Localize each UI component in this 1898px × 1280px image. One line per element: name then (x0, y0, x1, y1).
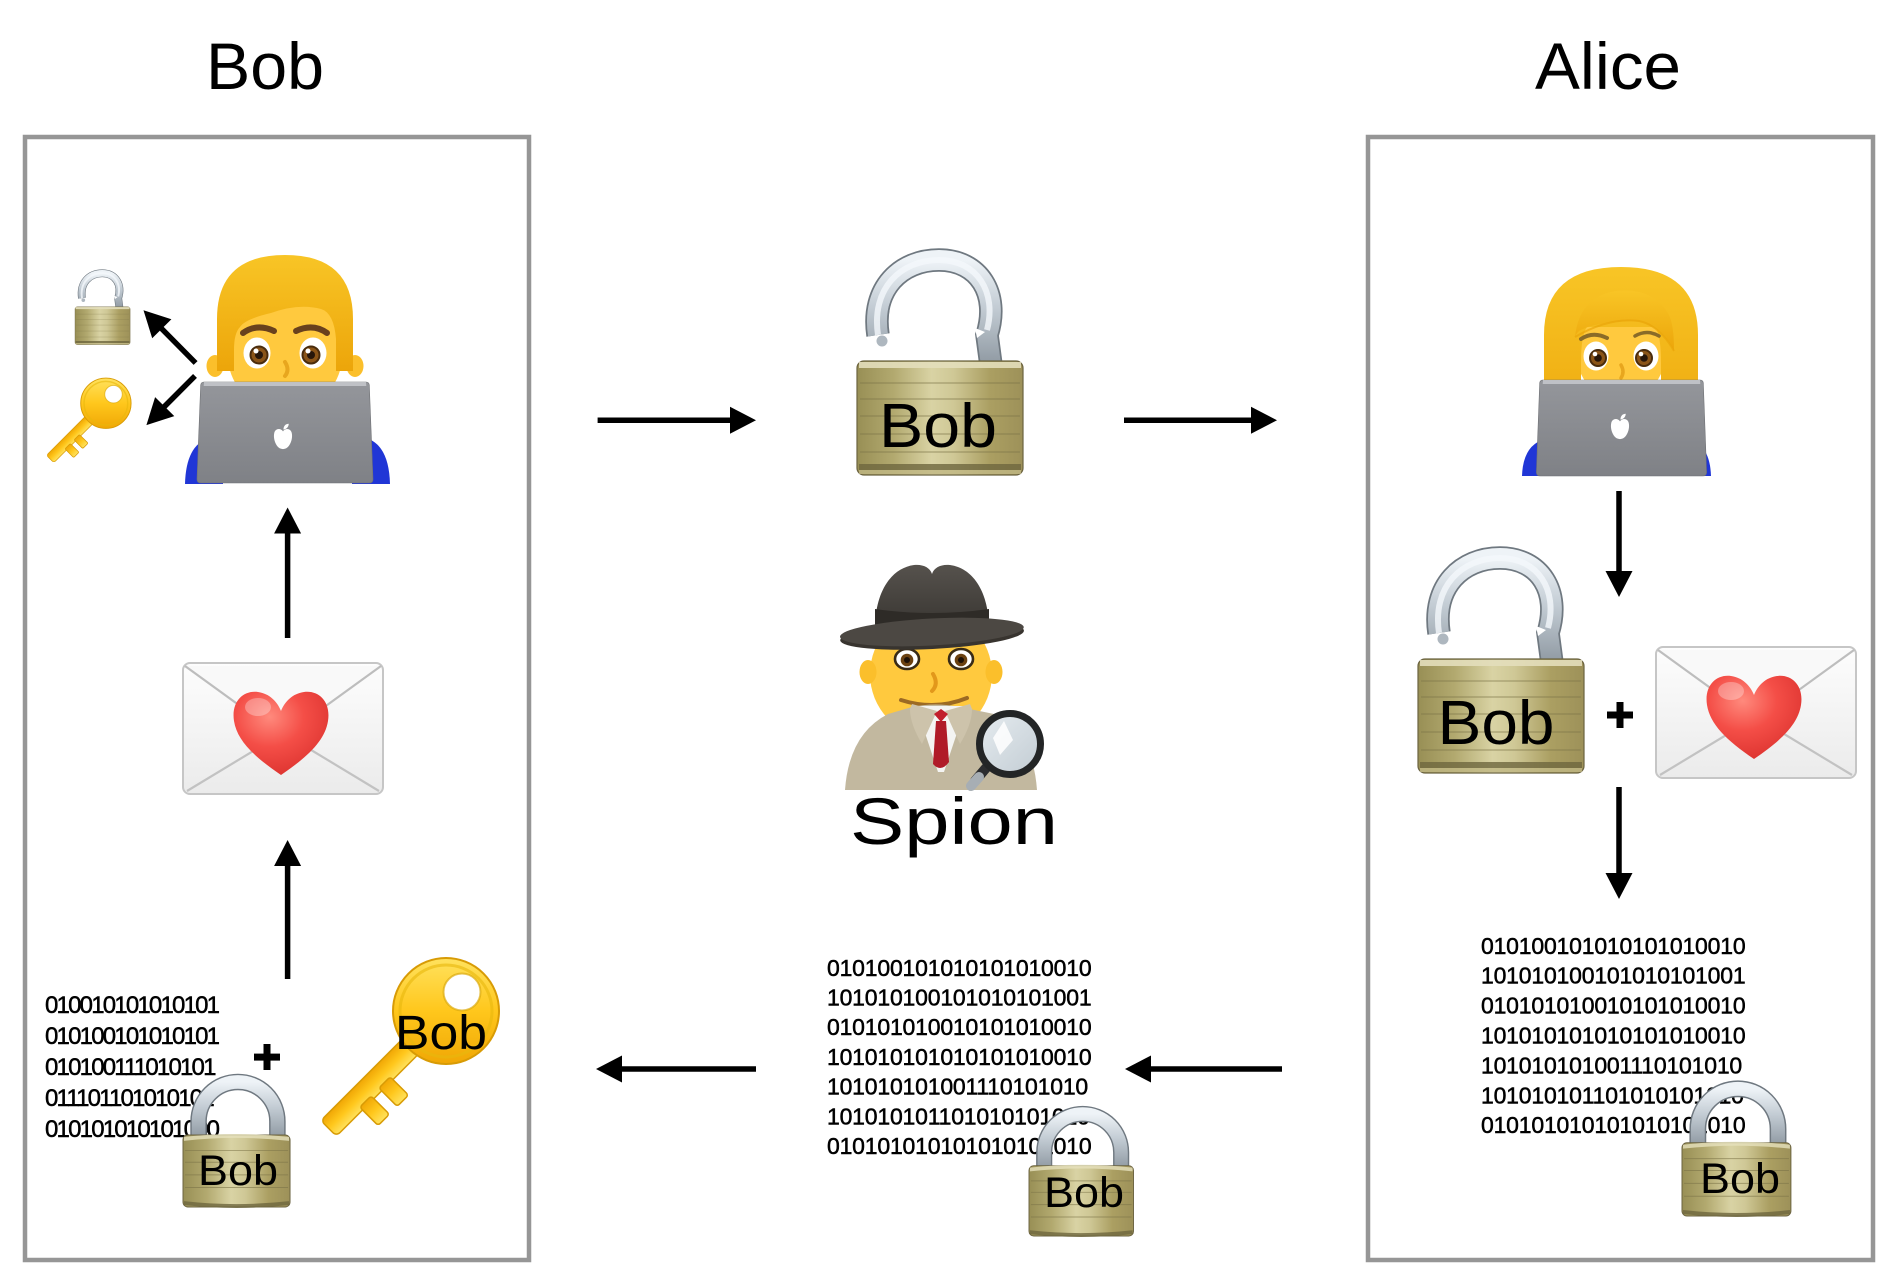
svg-text:101010101010101010010: 101010101010101010010 (827, 1044, 1091, 1070)
svg-text:010010101010101: 010010101010101 (45, 992, 220, 1019)
svg-text:Alice: Alice (1535, 29, 1681, 103)
svg-text:101010101001110101010: 101010101001110101010 (1481, 1052, 1742, 1078)
svg-text:010100101010101010010: 010100101010101010010 (1481, 933, 1745, 959)
svg-text:101010101001110101010: 101010101001110101010 (827, 1074, 1088, 1100)
svg-text:101010100101010101001: 101010100101010101001 (827, 985, 1091, 1011)
svg-text:Bob: Bob (1438, 689, 1555, 758)
svg-text:010101010010101010010: 010101010010101010010 (827, 1014, 1091, 1040)
svg-text:Bob: Bob (198, 1147, 278, 1195)
svg-text:011101101010101: 011101101010101 (45, 1085, 214, 1112)
svg-text:Bob: Bob (1044, 1169, 1124, 1217)
svg-text:010100101010101010010: 010100101010101010010 (827, 955, 1091, 981)
svg-text:010101010010101010010: 010101010010101010010 (1481, 993, 1745, 1019)
svg-text:Bob: Bob (1700, 1155, 1780, 1203)
svg-text:101010101101010101010: 101010101101010101010 (827, 1103, 1090, 1129)
svg-text:Bob: Bob (206, 29, 324, 103)
svg-text:Bob: Bob (395, 1007, 487, 1060)
svg-text:101010100101010101001: 101010100101010101001 (1481, 963, 1745, 989)
svg-text:010100101010101: 010100101010101 (45, 1023, 220, 1050)
svg-text:Spion: Spion (850, 784, 1058, 858)
svg-text:101010101010101010010: 101010101010101010010 (1481, 1023, 1745, 1049)
svg-text:010100111010101: 010100111010101 (45, 1054, 216, 1081)
svg-text:Bob: Bob (879, 392, 997, 461)
